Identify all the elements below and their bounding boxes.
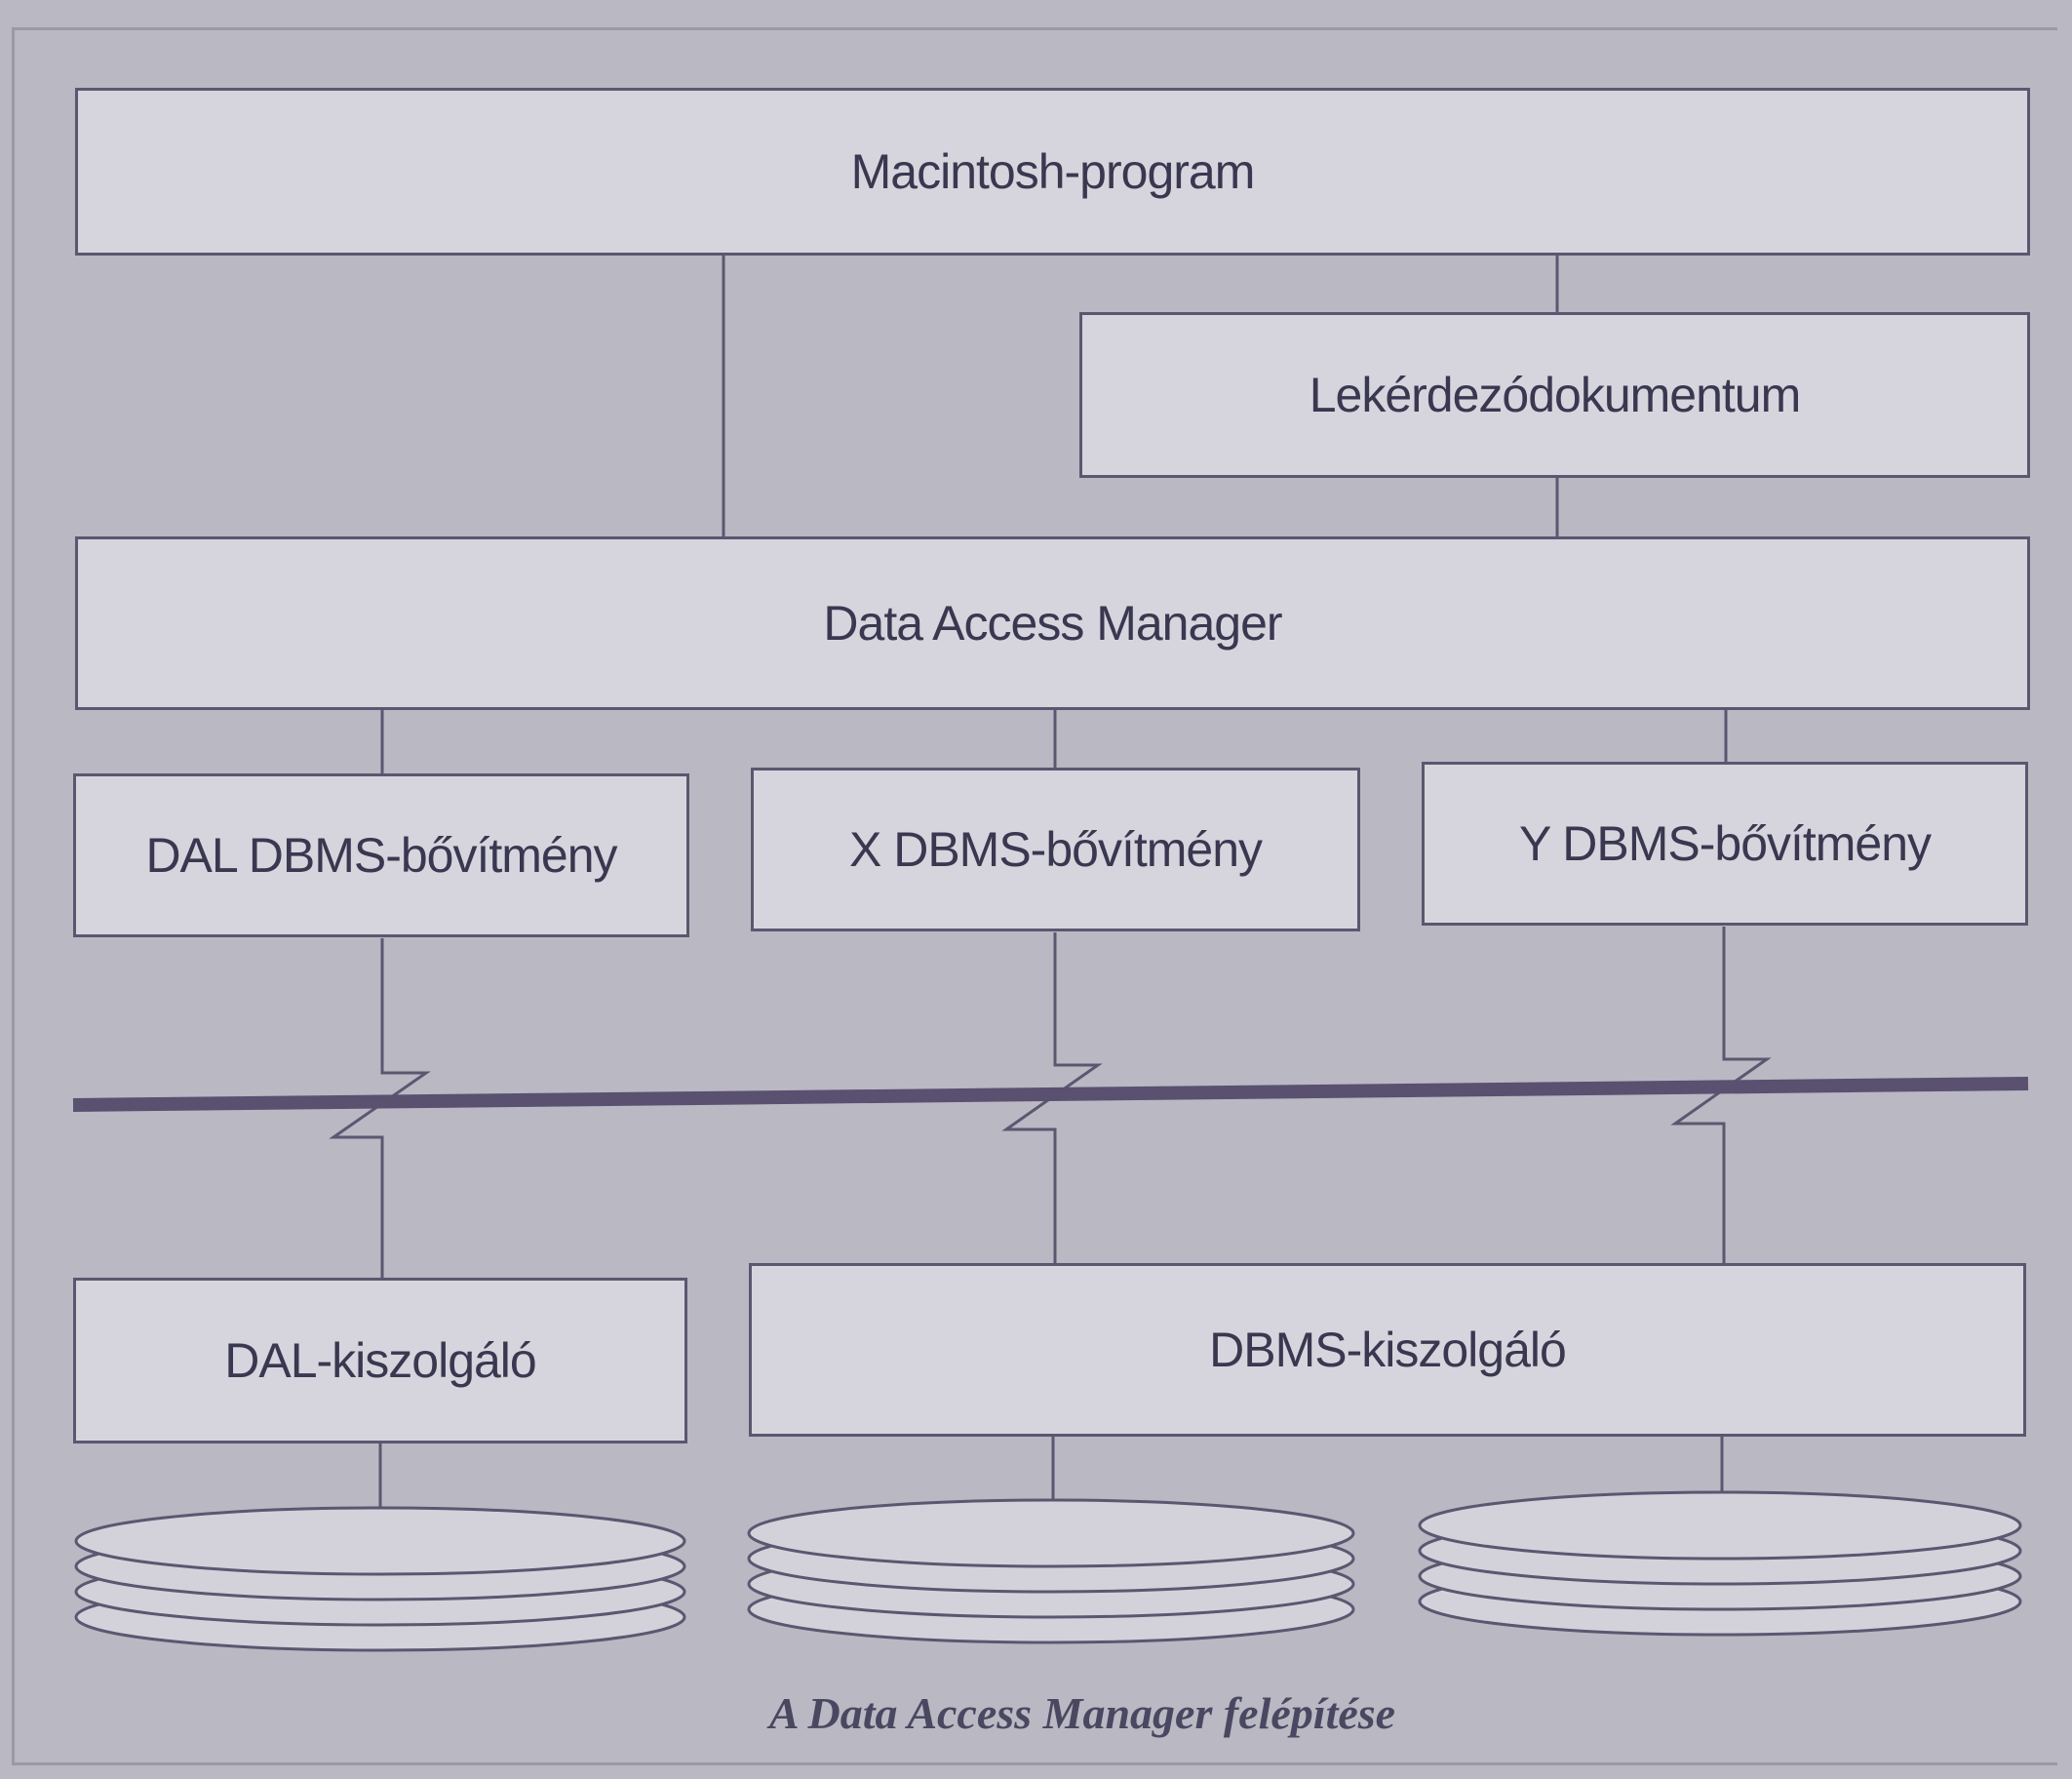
data-access-manager-label: Data Access Manager bbox=[823, 596, 1282, 651]
dal-dbms-extension-label: DAL DBMS-bővítmény bbox=[145, 828, 617, 883]
macintosh-program-label: Macintosh-program bbox=[850, 144, 1256, 199]
dal-server-box: DAL-kiszolgáló bbox=[73, 1278, 687, 1443]
network-bus bbox=[72, 1077, 2029, 1112]
x-dbms-extension-label: X DBMS-bővítmény bbox=[848, 822, 1263, 877]
figure-caption: A Data Access Manager felépítése bbox=[768, 1688, 1396, 1738]
disk-stack-x bbox=[747, 1498, 1355, 1644]
disk-stacks bbox=[74, 1490, 2022, 1652]
dbms-server-box: DBMS-kiszolgáló bbox=[749, 1263, 2026, 1437]
network-link-dal bbox=[329, 938, 431, 1280]
dbms-server-label: DBMS-kiszolgáló bbox=[1209, 1323, 1567, 1377]
disk-stack-dal bbox=[74, 1506, 686, 1652]
figure-frame bbox=[12, 27, 2057, 1765]
data-access-manager-box: Data Access Manager bbox=[75, 536, 2030, 710]
network-link-y bbox=[1670, 927, 1772, 1266]
network-link-x bbox=[1001, 932, 1103, 1274]
y-dbms-extension-box: Y DBMS-bővítmény bbox=[1422, 762, 2028, 926]
macintosh-program-box: Macintosh-program bbox=[75, 88, 2030, 256]
x-dbms-extension-box: X DBMS-bővítmény bbox=[751, 768, 1360, 931]
disk-stack-y bbox=[1418, 1490, 2022, 1637]
query-document-box: Lekérdezódokumentum bbox=[1079, 312, 2030, 478]
y-dbms-extension-label: Y DBMS-bővítmény bbox=[1518, 816, 1932, 871]
dal-dbms-extension-box: DAL DBMS-bővítmény bbox=[73, 773, 689, 937]
query-document-label: Lekérdezódokumentum bbox=[1309, 368, 1802, 422]
dal-server-label: DAL-kiszolgáló bbox=[224, 1333, 536, 1388]
